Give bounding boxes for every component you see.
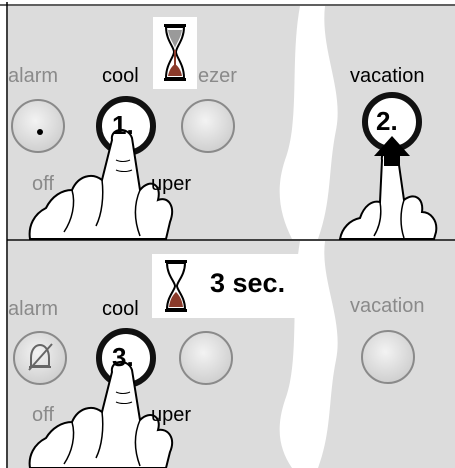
step2-super-button[interactable] — [179, 331, 233, 385]
step1-vacation-label: vacation — [350, 65, 425, 87]
step2-alarm-label: alarm — [8, 298, 59, 320]
hold-duration-text: 3 sec. — [210, 268, 286, 298]
step1-alarm-button[interactable] — [11, 99, 65, 153]
step2-cool-label: cool — [102, 298, 139, 320]
step1-cool-number: 1. — [112, 110, 134, 140]
step1-freezer-button[interactable] — [181, 99, 235, 153]
step2-pressing-hand — [28, 361, 174, 468]
step2-vacation-label: vacation — [350, 295, 425, 317]
step2-off-label: off — [32, 404, 54, 426]
step1-alarm-label: alarm — [8, 65, 59, 87]
step1-pressing-hand — [28, 129, 174, 240]
step1-off-label: off — [32, 173, 54, 195]
step1-vacation-number: 2. — [376, 106, 398, 136]
alarm-muted-icon[interactable] — [13, 331, 67, 385]
step2-vacation-button[interactable] — [361, 330, 415, 384]
hourglass-icon — [152, 254, 304, 318]
hourglass-icon — [153, 17, 197, 89]
step1-super-label: uper — [151, 173, 192, 195]
step2-cool-number: 3. — [112, 342, 134, 372]
step1-freezer-label: ezer — [198, 65, 237, 87]
step1-cool-label: cool — [102, 65, 139, 87]
press-arrow-icon — [374, 136, 410, 166]
step2-super-label: uper — [151, 404, 192, 426]
